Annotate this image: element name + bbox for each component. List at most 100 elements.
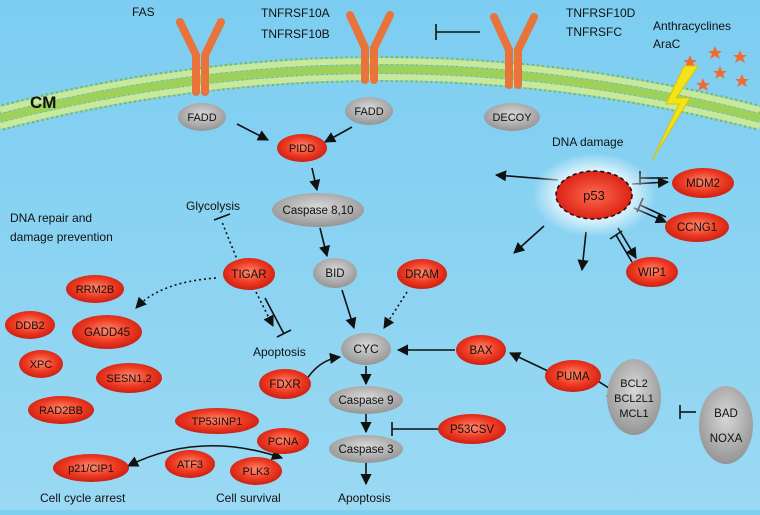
node-decoy: DECOY [484, 103, 540, 131]
membrane-label: CM [30, 93, 56, 112]
cell-cycle-arrest-label: Cell cycle arrest [40, 491, 126, 505]
node-ddb2: DDB2 [5, 311, 55, 339]
dna-damage-label: DNA damage [552, 135, 624, 149]
svg-text:Caspase 9: Caspase 9 [339, 395, 394, 407]
node-puma: PUMA [545, 360, 601, 392]
cell-membrane [0, 56, 760, 131]
noxa-label: NOXA [710, 433, 743, 445]
svg-text:GADD45: GADD45 [84, 327, 130, 339]
tnfrsf10b-label: TNFRSF10B [261, 27, 330, 41]
drug-stars [683, 46, 749, 91]
arrow-p53-down [577, 231, 589, 272]
node-ccng1: CCNG1 [665, 212, 729, 242]
node-rrm2b: RRM2B [66, 275, 124, 303]
svg-text:SESN1,2: SESN1,2 [106, 373, 151, 385]
svg-text:P53CSV: P53CSV [450, 424, 494, 436]
arrow-puma-bax [508, 352, 549, 372]
node-bid: BID [313, 258, 357, 288]
node-plk3: PLK3 [230, 457, 282, 485]
node-xpc: XPC [19, 350, 63, 378]
activation-arrows [126, 123, 670, 486]
svg-text:PIDD: PIDD [289, 143, 315, 155]
svg-text:ATF3: ATF3 [177, 459, 203, 471]
node-p53: p53 [555, 170, 633, 220]
node-pidd: PIDD [277, 134, 327, 162]
stimulus-line2: AraC [653, 37, 681, 51]
svg-text:MDM2: MDM2 [686, 178, 720, 190]
svg-text:DECOY: DECOY [492, 112, 532, 124]
mcl1-label: MCL1 [619, 408, 648, 420]
svg-text:WIP1: WIP1 [638, 267, 666, 279]
tigar-inhibit-marks [213, 213, 292, 338]
stimulus-line1: Anthracyclines [653, 19, 731, 33]
arrow-p53-left [513, 225, 545, 254]
svg-text:DDB2: DDB2 [15, 320, 44, 332]
node-rad23b: RAD2BB [28, 396, 94, 424]
node-fadd1: FADD [178, 103, 226, 131]
tnfrsf10d-label: TNFRSF10D [566, 6, 636, 20]
node-sesn12: SESN1,2 [96, 363, 162, 393]
svg-text:p21/CIP1: p21/CIP1 [68, 463, 114, 475]
node-p21: p21/CIP1 [53, 454, 129, 482]
decoy-receptor [490, 13, 538, 89]
arrow-fadd1-pidd [236, 123, 269, 141]
bcl2-label: BCL2 [620, 378, 648, 390]
apoptosis-mid-label: Apoptosis [253, 345, 306, 359]
node-tigar: TIGAR [223, 258, 275, 290]
svg-text:FADD: FADD [187, 112, 216, 124]
node-fadd2: FADD [345, 97, 393, 125]
lightning-icon [651, 65, 699, 161]
dotted-links [135, 221, 408, 329]
bad-label: BAD [714, 408, 738, 420]
svg-text:PCNA: PCNA [268, 436, 299, 448]
apoptosis-bottom-label: Apoptosis [338, 491, 391, 505]
node-cyc: CYC [341, 333, 391, 365]
decoy-inhibits-tnfrsf10 [435, 24, 480, 40]
svg-text:p53: p53 [583, 188, 605, 203]
svg-text:RAD2BB: RAD2BB [39, 405, 83, 417]
glycolysis-label: Glycolysis [186, 199, 240, 213]
node-bcl2-group: BCL2 BCL2L1 MCL1 [607, 359, 661, 435]
node-caspase3: Caspase 3 [329, 435, 403, 463]
dna-repair-label-1: DNA repair and [10, 211, 92, 225]
arrow-cellcycle-survival [126, 444, 284, 467]
fas-receptor [176, 18, 225, 96]
node-pcna: PCNA [257, 428, 309, 454]
svg-text:CYC: CYC [353, 342, 379, 356]
svg-text:TP53INP1: TP53INP1 [192, 416, 243, 428]
svg-text:PLK3: PLK3 [243, 466, 270, 478]
svg-text:XPC: XPC [30, 359, 53, 371]
arrow-caspase810-bid [319, 227, 330, 258]
node-atf3: ATF3 [165, 450, 215, 478]
svg-text:FDXR: FDXR [269, 379, 300, 391]
svg-text:RRM2B: RRM2B [76, 284, 115, 296]
node-p53csv: P53CSV [438, 414, 506, 444]
node-wip1: WIP1 [626, 257, 678, 287]
arrow-bid-cyc [341, 289, 357, 330]
tnfrsf10-receptor [346, 11, 394, 84]
cell-survival-label: Cell survival [216, 491, 281, 505]
node-tp53inp1: TP53INP1 [175, 408, 259, 434]
svg-text:BAX: BAX [469, 345, 492, 357]
node-mdm2: MDM2 [672, 168, 734, 198]
node-dram: DRAM [397, 259, 447, 289]
svg-text:DRAM: DRAM [405, 269, 439, 281]
arrow-pidd-caspase810 [309, 167, 321, 192]
node-bax: BAX [456, 335, 506, 365]
arrow-fadd2-pidd [324, 126, 353, 143]
svg-text:FADD: FADD [354, 106, 383, 118]
tnfrsf10a-label: TNFRSF10A [261, 6, 330, 20]
svg-text:BID: BID [325, 268, 344, 280]
dna-repair-label-2: damage prevention [10, 230, 113, 244]
node-gadd45: GADD45 [72, 315, 142, 349]
arrow-p53-wip1 [617, 227, 637, 259]
tnfrsfc-label: TNFRSFC [566, 25, 622, 39]
node-caspase810: Caspase 8,10 [272, 193, 364, 227]
svg-text:Caspase 8,10: Caspase 8,10 [283, 205, 354, 217]
node-fdxr: FDXR [259, 369, 311, 399]
node-caspase9: Caspase 9 [329, 386, 403, 414]
svg-text:CCNG1: CCNG1 [677, 222, 717, 234]
fas-label: FAS [132, 5, 155, 19]
